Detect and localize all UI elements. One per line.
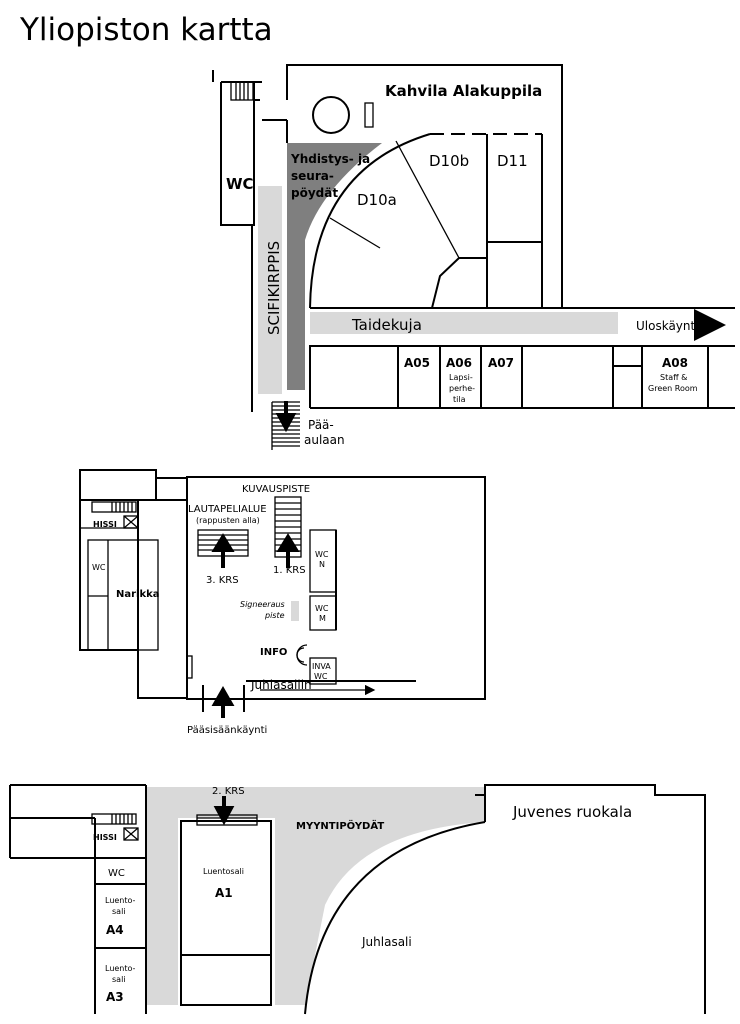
lecture-a1: A1 [215,886,233,900]
club-tables-area [287,143,382,390]
down-arrow-icon-2krs [213,796,235,826]
stairs-icon-2 [91,813,137,825]
main-entrance-label: Pääsisäänkäynti [187,725,267,736]
floor-2-plan: 2. KRS MYYNTIPÖYDÄT Juvenes ruokala HISS… [9,784,706,1015]
club-tables-label-1: Yhdistys- ja [290,152,370,166]
photo-point-label: KUVAUSPISTE [242,484,310,495]
floor-3-plan: Kahvila Alakuppila WC Yhdistys- ja seura… [212,64,735,450]
lobby-label-1: Pää- [308,418,334,432]
elevator-icon [123,515,139,529]
lecture-a4-label-2: sali [112,907,126,916]
restaurant-label: Juvenes ruokala [512,803,632,821]
elevator-icon-2 [123,827,139,841]
info-label: INFO [260,647,287,658]
board-games-sub-label: (rappusten alla) [196,516,260,525]
wc-small-label: WC [92,563,106,572]
signing-point-marker [291,601,299,621]
sales-tables-label: MYYNTIPÖYDÄT [296,818,384,832]
room-a06-sub-2: perhe- [449,384,475,393]
taidekuja-label: Taidekuja [351,316,422,334]
wc-n-label-2: N [319,560,325,569]
cafe-label: Kahvila Alakuppila [385,82,542,100]
lecture-a1-label: Luentosali [203,867,244,876]
stairs-3krs-label: 3. KRS [206,575,239,586]
entrance-arrow-icon [211,685,235,718]
cloakroom-label: Narikka [116,589,160,600]
lecture-a4: A4 [106,923,124,937]
elevator-label-2: HISSI [93,833,117,842]
room-a08: A08 [662,356,688,370]
stairs-1krs-label: 1. KRS [273,565,306,576]
lecture-a3: A3 [106,990,124,1004]
staircase-top [230,81,254,101]
lecture-a3-label-2: sali [112,975,126,984]
signing-label-1: Signeeraus [240,600,285,609]
room-d11: D11 [497,152,528,170]
down-arrow-icon [275,401,297,433]
festival-hall-direction-label: Juhlasaliin [250,678,312,692]
exit-label: Uloskäynti [636,319,699,333]
festival-hall-label: Juhlasali [361,935,412,949]
room-d10b: D10b [429,152,469,170]
up-arrow-icon-3krs [211,533,235,568]
wc-label-2: WC [108,868,125,879]
up-arrow-icon-1krs [276,533,300,568]
map-title: Yliopiston kartta [19,12,273,48]
signing-label-2: piste [264,611,285,620]
inva-wc-label-2: WC [314,672,328,681]
taidekuja-area [310,312,618,334]
cafe-table-icon [312,96,350,134]
lobby-label-2: aulaan [304,433,345,447]
room-d10a: D10a [357,191,397,209]
wc-m-label-2: M [319,614,326,623]
club-tables-label-3: pöydät [291,186,338,200]
cloakroom-area [87,539,159,651]
room-a06: A06 [446,356,472,370]
lecture-a3-label-1: Luento- [105,964,136,973]
cafe-counter-icon [364,102,374,128]
wc-n-label-1: WC [315,550,329,559]
scifikirppis-label: SCIFIKIRPPIS [265,241,283,335]
wc-label: WC [226,175,254,193]
room-a06-sub-1: Lapsi- [449,373,473,382]
stairs-2krs-label: 2. KRS [212,786,245,797]
elevator-label: HISSI [93,520,117,529]
room-a06-sub-3: tila [453,395,466,404]
wc-m-label-1: WC [315,604,329,613]
lecture-a4-label-1: Luento- [105,896,136,905]
room-a07: A07 [488,356,514,370]
floor-1-plan: KUVAUSPISTE LAUTAPELIALUE (rappusten all… [79,469,486,736]
board-games-label: LAUTAPELIALUE [188,504,267,515]
club-tables-label-2: seura- [291,169,334,183]
room-a08-sub-1: Staff & [660,373,687,382]
room-a08-sub-2: Green Room [648,384,698,393]
scifikirppis-area [258,186,282,394]
sales-tables-area [146,787,485,1005]
inva-wc-label-1: INVA [312,662,331,671]
room-a05: A05 [404,356,430,370]
stairs-icon [91,501,137,513]
